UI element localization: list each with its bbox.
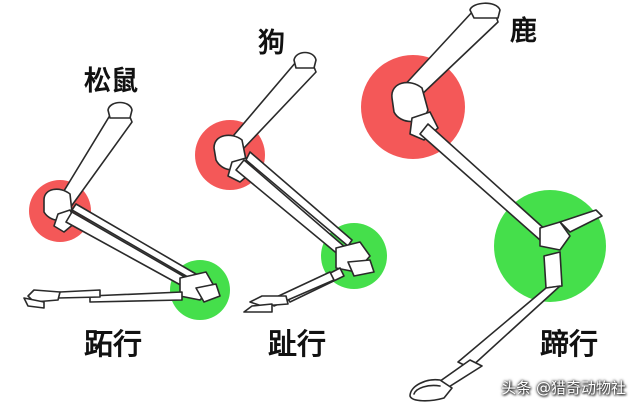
plantigrade-label: 跖行 [84,327,143,361]
digitigrade-label: 趾行 [268,327,327,361]
deer-label: 鹿 [510,16,537,47]
unguligrade-label: 蹄行 [540,327,599,361]
squirrel-leg-skeleton [23,101,230,320]
watermark: 头条 @猎奇动物社 [501,379,626,397]
dog-label: 狗 [258,28,285,59]
squirrel-label: 松鼠 [84,66,138,97]
dog-leg-skeleton [195,51,387,313]
deer-leg-skeleton [361,2,606,402]
